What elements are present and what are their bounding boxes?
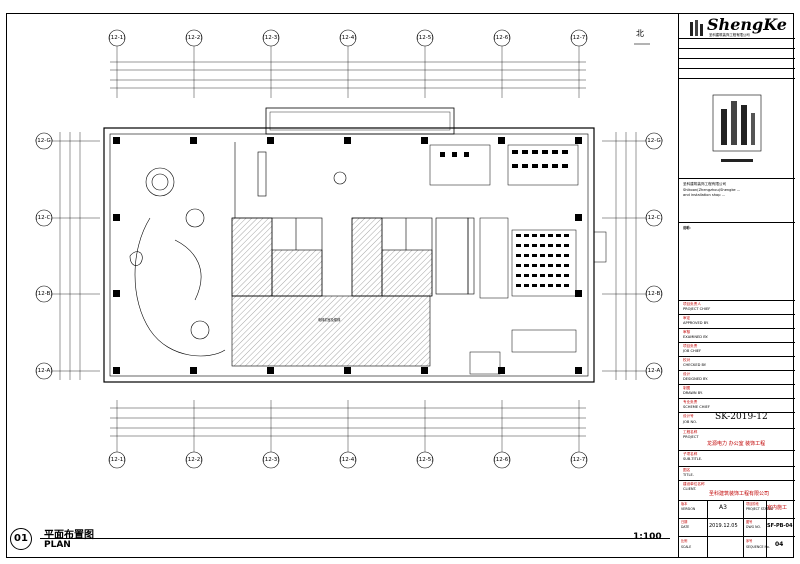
grid-lines-top bbox=[110, 46, 586, 98]
company-cell: 圣科建筑装饰工程有限公司 Shikoon(Zhengzhou)Shengke .… bbox=[679, 179, 795, 223]
drawing-scale: 1:100 bbox=[633, 532, 662, 542]
grid-label-col-7-bottom: (12-7) bbox=[570, 457, 588, 463]
scale-row: 比例 SCALE 序号 SEQUENCE No. 04 bbox=[679, 537, 795, 558]
logo-cell: ShengKe 圣科建筑装饰工程有限公司 bbox=[679, 13, 795, 39]
field-drawn: 制图 DRAWN BY. bbox=[679, 385, 795, 399]
field-scheme-chief: 专业负责 SCHEME CHIEF bbox=[679, 399, 795, 413]
paper-size: A3 bbox=[719, 504, 727, 511]
certificate-cell bbox=[679, 39, 795, 79]
company-logo-icon bbox=[690, 20, 703, 36]
field-project-chief: 项目负责人 PROJECT CHIEF bbox=[679, 301, 795, 315]
grid-label-col-3: (12-3) bbox=[262, 35, 280, 41]
project-cell: 工程名称 PROJECT 龙源电力 办公室 装饰工程 bbox=[679, 429, 795, 451]
grid-label-col-2: (12-2) bbox=[185, 35, 203, 41]
grid-label-row-a-right: (12-A) bbox=[645, 368, 663, 374]
field-examined: 审核 EXAMINED BY. bbox=[679, 329, 795, 343]
version-row: 版本 VERSION A3 项目阶段 PROJECT STATUS 室内施工 bbox=[679, 501, 795, 519]
job-number: SK-2019-12 bbox=[715, 413, 768, 422]
grid-label-col-5: (12-5) bbox=[416, 35, 434, 41]
sheet-border bbox=[6, 13, 794, 558]
grid-label-col-4-bottom: (12-4) bbox=[339, 457, 357, 463]
grid-lines-rows bbox=[52, 132, 646, 380]
title-underline bbox=[40, 538, 670, 539]
grid-label-col-5-bottom: (12-5) bbox=[416, 457, 434, 463]
field-designed: 设计 DESIGNED BY. bbox=[679, 371, 795, 385]
company-address-2: and installation shop ... bbox=[683, 193, 726, 197]
grid-label-col-2-bottom: (12-2) bbox=[185, 457, 203, 463]
grid-label-col-6-bottom: (12-6) bbox=[493, 457, 511, 463]
floor-plan-drawing bbox=[35, 29, 663, 469]
core-area-label: 电梯前室及楼梯 bbox=[318, 318, 341, 322]
grid-label-row-b-right: (12-B) bbox=[645, 291, 663, 297]
title-block: ShengKe 圣科建筑装饰工程有限公司 圣科建筑装饰工程有限公司 Shikoo… bbox=[678, 13, 795, 558]
reception-area bbox=[129, 142, 347, 357]
structural-columns bbox=[113, 137, 582, 374]
drawing-title-cn: 平面布置图 bbox=[44, 530, 94, 541]
grid-label-row-c-right: (12-C) bbox=[645, 215, 663, 221]
grid-label-col-3-bottom: (12-3) bbox=[262, 457, 280, 463]
grid-label-col-7: (12-7) bbox=[570, 35, 588, 41]
logo-subtitle: 圣科建筑装饰工程有限公司 bbox=[709, 33, 750, 37]
office-furniture bbox=[429, 144, 607, 375]
grid-label-row-a: (12-A) bbox=[35, 368, 53, 374]
field-checked: 校对 CHECKED BY. bbox=[679, 357, 795, 371]
client-name: 圣科建筑装饰工程有限公司 bbox=[709, 491, 770, 497]
grid-label-col-4: (12-4) bbox=[339, 35, 357, 41]
logo-wordmark: ShengKe bbox=[707, 15, 787, 34]
drawing-number: 01 bbox=[10, 528, 32, 550]
grid-label-row-c: (12-C) bbox=[35, 215, 53, 221]
company-address-1: Shikoon(Zhengzhou)Shengke ... bbox=[683, 188, 741, 192]
company-emblem-icon bbox=[712, 94, 762, 162]
drawing-title-en: PLAN bbox=[44, 540, 71, 550]
grid-bubbles bbox=[35, 29, 663, 469]
grid-lines-bottom bbox=[110, 400, 586, 452]
stage-value: 室内施工 bbox=[767, 505, 788, 511]
date-row: 日期 DATE 2019.12.05 图号 DWG NO. SF-PB-04 bbox=[679, 519, 795, 537]
notes-header: 说明: bbox=[683, 226, 691, 230]
grid-label-row-g: (12-G) bbox=[35, 138, 53, 144]
field-approved: 审定 APPROVED BY. bbox=[679, 315, 795, 329]
client-cell: 建设单位名称 CLIENT. 圣科建筑装饰工程有限公司 bbox=[679, 481, 795, 501]
field-job-chief: 项目负责 JOB CHIEF bbox=[679, 343, 795, 357]
grid-label-col-1-bottom: (12-1) bbox=[108, 457, 126, 463]
company-name: 圣科建筑装饰工程有限公司 bbox=[683, 182, 727, 186]
job-number-cell: 设计号 JOB NO. SK-2019-12 bbox=[679, 413, 795, 429]
subtitle-cell: 子项名称 SUB-TITLE. bbox=[679, 451, 795, 467]
date-value: 2019.12.05 bbox=[709, 523, 738, 529]
title-cell: 图名 TITLE. bbox=[679, 467, 795, 481]
core-rooms bbox=[231, 217, 475, 297]
seating-grid bbox=[440, 150, 569, 287]
grid-label-col-1: (12-1) bbox=[108, 35, 126, 41]
grid-label-row-g-right: (12-G) bbox=[645, 138, 663, 144]
north-symbol: 北 bbox=[636, 29, 644, 38]
notes-cell: 说明: bbox=[679, 223, 795, 301]
grid-label-col-6: (12-6) bbox=[493, 35, 511, 41]
grid-label-row-b: (12-B) bbox=[35, 291, 53, 297]
hatched-areas bbox=[231, 217, 433, 367]
sheet-number: SF-PB-04 bbox=[767, 523, 793, 529]
sequence-number: 04 bbox=[775, 541, 784, 548]
logo-image-cell bbox=[679, 79, 795, 179]
project-name: 龙源电力 办公室 装饰工程 bbox=[707, 441, 766, 447]
